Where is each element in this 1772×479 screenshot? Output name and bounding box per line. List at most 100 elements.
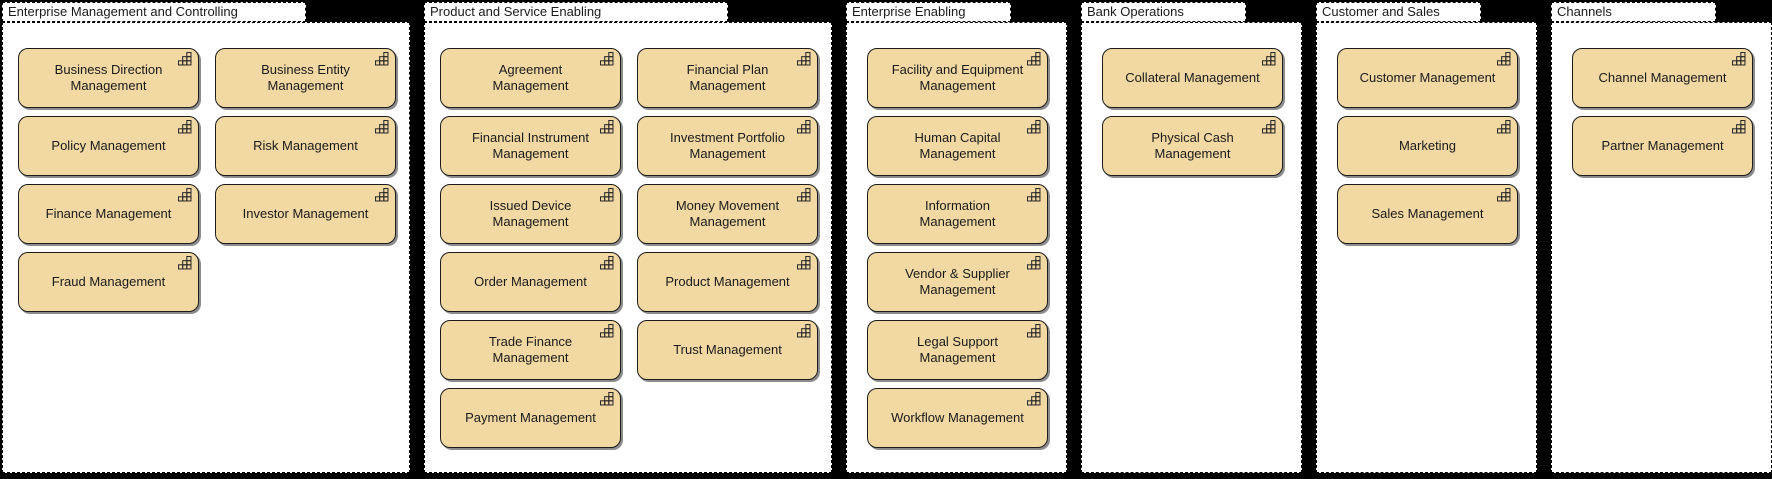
capability-label: Money Movement Management (675, 198, 780, 229)
capability-label: Policy Management (51, 138, 166, 153)
capability-label: Physical Cash Management (1151, 130, 1234, 161)
capability-issued-device-management[interactable]: Issued Device Management (440, 184, 621, 244)
capability-label: Legal Support Management (917, 334, 998, 365)
capability-collateral-management[interactable]: Collateral Management (1102, 48, 1283, 108)
capability-icon (599, 120, 615, 134)
capability-label: Business Entity Management (261, 62, 350, 93)
capability-icon (599, 256, 615, 270)
capability-physical-cash-management[interactable]: Physical Cash Management (1102, 116, 1283, 176)
capability-label: Business Direction Management (54, 62, 163, 93)
capability-icon (796, 120, 812, 134)
capability-label: Fraud Management (51, 274, 166, 289)
capability-label: Vendor & Supplier Management (905, 266, 1010, 297)
capability-policy-management[interactable]: Policy Management (18, 116, 199, 176)
capability-icon (1496, 52, 1512, 66)
capability-legal-support-management[interactable]: Legal Support Management (867, 320, 1048, 380)
capability-label: Agreement Management (492, 62, 569, 93)
capability-icon (177, 256, 193, 270)
capability-icon (1026, 52, 1042, 66)
capability-icon (1026, 120, 1042, 134)
capability-label: Trust Management (673, 342, 782, 357)
capability-label: Workflow Management (891, 410, 1024, 425)
capability-icon (1026, 324, 1042, 338)
capability-label: Human Capital Management (914, 130, 1001, 161)
capability-icon (177, 188, 193, 202)
capability-fraud-management[interactable]: Fraud Management (18, 252, 199, 312)
capability-facility-and-equipment-management[interactable]: Facility and Equipment Management (867, 48, 1048, 108)
capability-icon (1026, 392, 1042, 406)
capability-icon (1731, 120, 1747, 134)
group-tab-product-and-service-enabling[interactable]: Product and Service Enabling (424, 2, 728, 22)
capability-icon (1496, 120, 1512, 134)
capability-label: Partner Management (1601, 138, 1724, 153)
capability-label: Sales Management (1371, 206, 1484, 221)
capability-label: Payment Management (465, 410, 596, 425)
capability-channel-management[interactable]: Channel Management (1572, 48, 1753, 108)
capability-business-direction-management[interactable]: Business Direction Management (18, 48, 199, 108)
capability-agreement-management[interactable]: Agreement Management (440, 48, 621, 108)
capability-label: Investment Portfolio Management (670, 130, 785, 161)
capability-label: Collateral Management (1125, 70, 1260, 85)
capability-marketing[interactable]: Marketing (1337, 116, 1518, 176)
capability-partner-management[interactable]: Partner Management (1572, 116, 1753, 176)
capability-icon (1261, 120, 1277, 134)
capability-workflow-management[interactable]: Workflow Management (867, 388, 1048, 448)
capability-investor-management[interactable]: Investor Management (215, 184, 396, 244)
capability-financial-instrument-management[interactable]: Financial Instrument Management (440, 116, 621, 176)
capability-icon (374, 120, 390, 134)
capability-label: Investor Management (242, 206, 369, 221)
group-body-product-and-service-enabling: Agreement Management Financial Plan Manag… (424, 22, 832, 473)
capability-icon (599, 392, 615, 406)
capability-label: Facility and Equipment Management (891, 62, 1024, 93)
capability-trade-finance-management[interactable]: Trade Finance Management (440, 320, 621, 380)
capability-investment-portfolio-management[interactable]: Investment Portfolio Management (637, 116, 818, 176)
capability-information-management[interactable]: Information Management (867, 184, 1048, 244)
capability-customer-management[interactable]: Customer Management (1337, 48, 1518, 108)
capability-label: Marketing (1398, 138, 1457, 153)
capability-icon (1026, 256, 1042, 270)
capability-business-entity-management[interactable]: Business Entity Management (215, 48, 396, 108)
capability-money-movement-management[interactable]: Money Movement Management (637, 184, 818, 244)
capability-risk-management[interactable]: Risk Management (215, 116, 396, 176)
capability-sales-management[interactable]: Sales Management (1337, 184, 1518, 244)
capability-financial-plan-management[interactable]: Financial Plan Management (637, 48, 818, 108)
capability-trust-management[interactable]: Trust Management (637, 320, 818, 380)
capability-icon (599, 52, 615, 66)
capability-label: Product Management (665, 274, 790, 289)
capability-icon (1496, 188, 1512, 202)
group-tab-enterprise-management-and-controlling[interactable]: Enterprise Management and Controlling (2, 2, 306, 22)
capability-finance-management[interactable]: Finance Management (18, 184, 199, 244)
capability-icon (599, 324, 615, 338)
capability-icon (1026, 188, 1042, 202)
capability-label: Channel Management (1598, 70, 1727, 85)
capability-icon (177, 52, 193, 66)
capability-icon (796, 188, 812, 202)
capability-product-management[interactable]: Product Management (637, 252, 818, 312)
capability-payment-management[interactable]: Payment Management (440, 388, 621, 448)
capability-label: Issued Device Management (489, 198, 572, 229)
capability-icon (374, 188, 390, 202)
capability-label: Financial Plan Management (686, 62, 769, 93)
capability-label: Financial Instrument Management (471, 130, 590, 161)
capability-icon (796, 324, 812, 338)
capability-label: Trade Finance Management (488, 334, 573, 365)
capability-order-management[interactable]: Order Management (440, 252, 621, 312)
capability-label: Risk Management (253, 138, 358, 153)
capability-icon (1261, 52, 1277, 66)
group-tab-customer-and-sales[interactable]: Customer and Sales (1316, 2, 1481, 22)
capability-label: Finance Management (45, 206, 172, 221)
capability-icon (599, 188, 615, 202)
group-tab-channels[interactable]: Channels (1551, 2, 1716, 22)
capability-human-capital-management[interactable]: Human Capital Management (867, 116, 1048, 176)
capability-vendor-supplier-management[interactable]: Vendor & Supplier Management (867, 252, 1048, 312)
group-tab-enterprise-enabling[interactable]: Enterprise Enabling (846, 2, 1011, 22)
capability-icon (374, 52, 390, 66)
capability-icon (796, 256, 812, 270)
group-tab-bank-operations[interactable]: Bank Operations (1081, 2, 1246, 22)
capability-icon (177, 120, 193, 134)
